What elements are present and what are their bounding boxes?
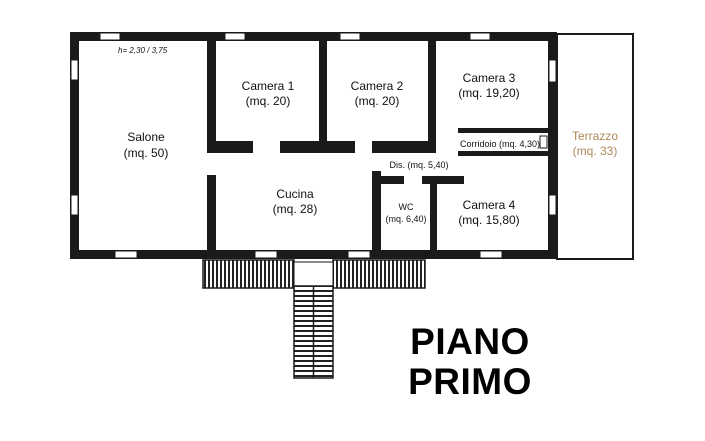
terrazzo-name: Terrazzo <box>572 129 618 143</box>
floor-title-line2: PRIMO <box>408 361 532 402</box>
dis-label: Dis. (mq. 5,40) <box>389 160 448 170</box>
camera4-area: (mq. 15,80) <box>458 213 519 227</box>
camera1-area: (mq. 20) <box>246 94 291 108</box>
camera4-name: Camera 4 <box>463 198 516 212</box>
wc-name: WC <box>399 202 414 212</box>
corridor-end-detail <box>539 135 548 149</box>
camera1-name: Camera 1 <box>242 79 295 93</box>
balcony-landing <box>293 261 334 287</box>
windows <box>70 32 557 259</box>
cucina-area: (mq. 28) <box>273 202 318 216</box>
interior-walls <box>207 41 548 250</box>
salone-name: Salone <box>127 130 165 144</box>
camera3-area: (mq. 19,20) <box>458 86 519 100</box>
camera3-name: Camera 3 <box>463 71 516 85</box>
camera2-area: (mq. 20) <box>355 94 400 108</box>
cucina-name: Cucina <box>276 187 314 201</box>
balcony-railing-right <box>332 259 426 289</box>
terrace-outline <box>556 33 634 260</box>
floor-title: PIANO PRIMO <box>385 322 555 402</box>
salone-area: (mq. 50) <box>124 146 169 160</box>
terrazzo-area: (mq. 33) <box>573 144 618 158</box>
floor-title-line1: PIANO <box>410 321 530 362</box>
height-note: h= 2,30 / 3,75 <box>118 46 168 55</box>
camera2-name: Camera 2 <box>351 79 404 93</box>
corridoio-label: Corridoio (mq. 4,30) <box>460 139 540 149</box>
wc-area: (mq. 6,40) <box>385 214 426 224</box>
balcony-railing-left <box>202 259 295 289</box>
outer-walls <box>70 32 557 259</box>
